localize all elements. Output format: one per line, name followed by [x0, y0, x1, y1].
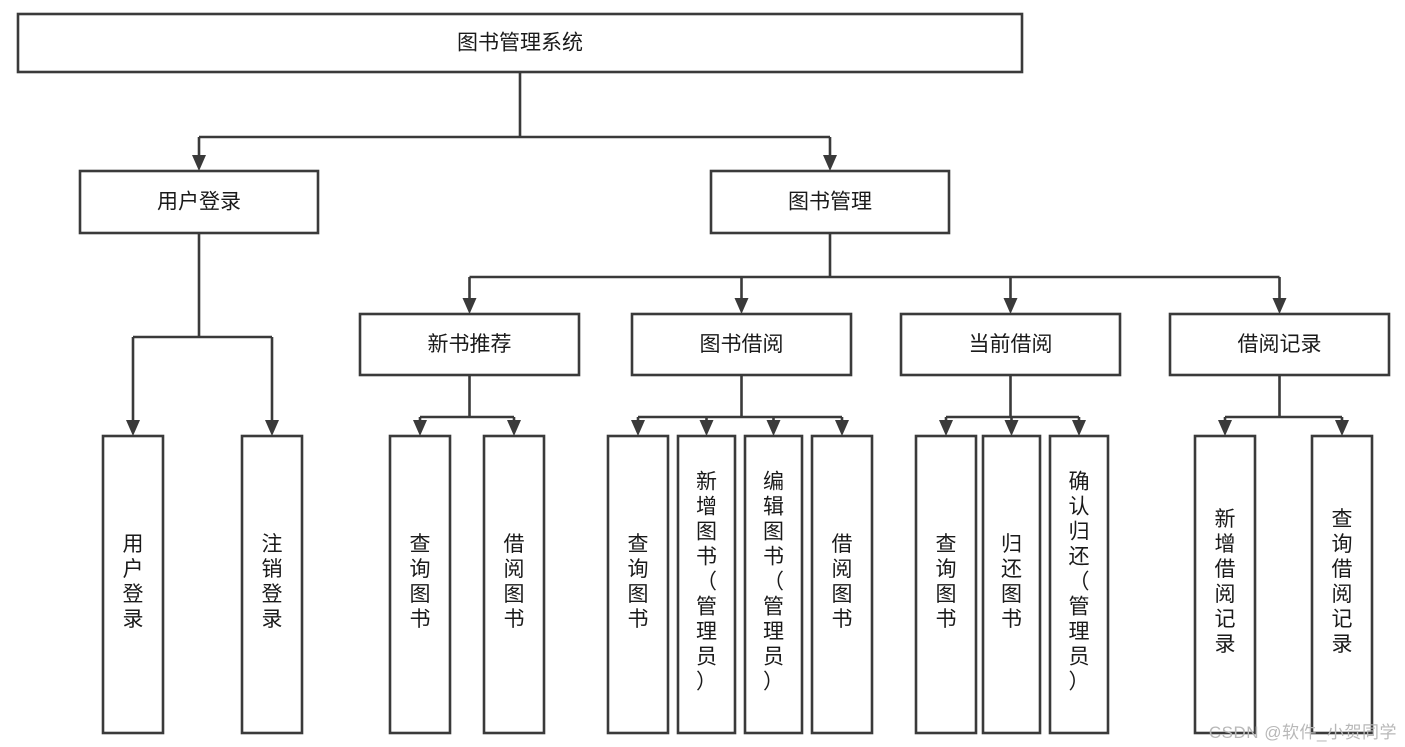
node-leaf-logout[interactable]: 注销登录	[240, 434, 304, 735]
node-box-user-login	[78, 169, 320, 235]
arrow-to-leaf-return-book	[1004, 420, 1019, 436]
node-leaf-query-book-recommend[interactable]: 查询图书	[388, 434, 452, 735]
node-label-borrow-records: 借阅记录	[1238, 333, 1322, 356]
arrow-to-new-book-recommend	[462, 298, 477, 314]
node-label-root: 图书管理系统	[457, 32, 583, 55]
node-label-book-borrow: 图书借阅	[700, 333, 784, 356]
node-label-new-book-recommend: 新书推荐	[428, 333, 512, 356]
node-box-book-management	[709, 169, 951, 235]
arrow-to-leaf-query-book-borrow	[631, 420, 645, 436]
node-label-leaf-borrow-book-recommend: 借阅图书	[504, 533, 525, 631]
node-label-leaf-query-book-current: 查询图书	[936, 533, 957, 631]
node-leaf-confirm-return[interactable]: 确认归还（管理员）	[1048, 434, 1110, 735]
node-box-root	[16, 12, 1024, 74]
arrow-to-leaf-add-borrow-record	[1218, 420, 1232, 436]
arrow-to-leaf-user-login	[126, 420, 140, 436]
arrow-to-leaf-edit-book	[766, 420, 781, 436]
node-user-login[interactable]: 用户登录	[78, 169, 320, 235]
arrow-to-leaf-confirm-return	[1072, 420, 1086, 436]
arrow-to-book-borrow	[734, 298, 749, 314]
arrow-to-leaf-add-book	[699, 420, 714, 436]
node-box-leaf-query-borrow-record	[1310, 434, 1374, 735]
node-box-borrow-records	[1168, 312, 1391, 377]
node-label-leaf-query-book-recommend: 查询图书	[410, 533, 431, 631]
node-leaf-add-book[interactable]: 新增图书（管理员）	[676, 434, 737, 735]
node-leaf-return-book[interactable]: 归还图书	[981, 434, 1042, 735]
node-box-leaf-logout	[240, 434, 304, 735]
node-label-book-management: 图书管理	[788, 191, 872, 214]
node-label-leaf-user-login: 用户登录	[123, 533, 144, 631]
arrow-to-current-borrow	[1003, 298, 1018, 314]
node-borrow-records[interactable]: 借阅记录	[1168, 312, 1391, 377]
node-label-leaf-add-borrow-record: 新增借阅记录	[1215, 508, 1236, 656]
node-leaf-edit-book[interactable]: 编辑图书（管理员）	[743, 434, 804, 735]
node-leaf-user-login[interactable]: 用户登录	[101, 434, 165, 735]
node-label-leaf-logout: 注销登录	[262, 533, 283, 631]
node-box-leaf-borrow-book-recommend	[482, 434, 546, 735]
arrow-to-user-login	[192, 155, 206, 171]
node-box-leaf-return-book	[981, 434, 1042, 735]
arrow-to-leaf-logout	[265, 420, 279, 436]
node-leaf-borrow-book[interactable]: 借阅图书	[810, 434, 874, 735]
node-leaf-query-book-borrow[interactable]: 查询图书	[606, 434, 670, 735]
node-box-leaf-query-book-borrow	[606, 434, 670, 735]
node-label-leaf-borrow-book: 借阅图书	[832, 533, 853, 631]
node-book-management[interactable]: 图书管理	[709, 169, 951, 235]
node-leaf-add-borrow-record[interactable]: 新增借阅记录	[1193, 434, 1257, 735]
node-label-leaf-add-book: 新增图书（管理员）	[696, 471, 717, 694]
node-label-leaf-query-book-borrow: 查询图书	[628, 533, 649, 631]
node-box-leaf-add-borrow-record	[1193, 434, 1257, 735]
arrow-to-leaf-borrow-book-recommend	[507, 420, 521, 436]
arrow-to-book-management	[823, 155, 837, 171]
node-new-book-recommend[interactable]: 新书推荐	[358, 312, 581, 377]
node-box-leaf-add-book	[676, 434, 737, 735]
node-label-leaf-confirm-return: 确认归还（管理员）	[1069, 471, 1090, 694]
node-box-leaf-user-login	[101, 434, 165, 735]
node-current-borrow[interactable]: 当前借阅	[899, 312, 1122, 377]
node-book-borrow[interactable]: 图书借阅	[630, 312, 853, 377]
node-label-current-borrow: 当前借阅	[969, 333, 1053, 356]
node-box-leaf-query-book-current	[914, 434, 978, 735]
node-box-book-borrow	[630, 312, 853, 377]
node-label-user-login: 用户登录	[157, 191, 241, 214]
node-box-leaf-edit-book	[743, 434, 804, 735]
node-layer: 图书管理系统用户登录图书管理新书推荐图书借阅当前借阅借阅记录用户登录注销登录查询…	[16, 12, 1391, 735]
node-box-leaf-borrow-book	[810, 434, 874, 735]
arrow-to-leaf-query-book-recommend	[413, 420, 427, 436]
node-box-new-book-recommend	[358, 312, 581, 377]
node-leaf-query-book-current[interactable]: 查询图书	[914, 434, 978, 735]
node-root[interactable]: 图书管理系统	[16, 12, 1024, 74]
arrow-to-leaf-query-book-current	[939, 420, 953, 436]
node-label-leaf-edit-book: 编辑图书（管理员）	[763, 471, 784, 694]
node-box-leaf-query-book-recommend	[388, 434, 452, 735]
arrow-to-leaf-borrow-book	[835, 420, 849, 436]
connector-layer	[126, 72, 1349, 436]
node-label-leaf-return-book: 归还图书	[1001, 533, 1022, 631]
node-leaf-borrow-book-recommend[interactable]: 借阅图书	[482, 434, 546, 735]
node-box-leaf-confirm-return	[1048, 434, 1110, 735]
node-leaf-query-borrow-record[interactable]: 查询借阅记录	[1310, 434, 1374, 735]
node-label-leaf-query-borrow-record: 查询借阅记录	[1332, 508, 1353, 656]
arrow-to-borrow-records	[1272, 298, 1287, 314]
arrow-to-leaf-query-borrow-record	[1335, 420, 1349, 436]
node-box-current-borrow	[899, 312, 1122, 377]
